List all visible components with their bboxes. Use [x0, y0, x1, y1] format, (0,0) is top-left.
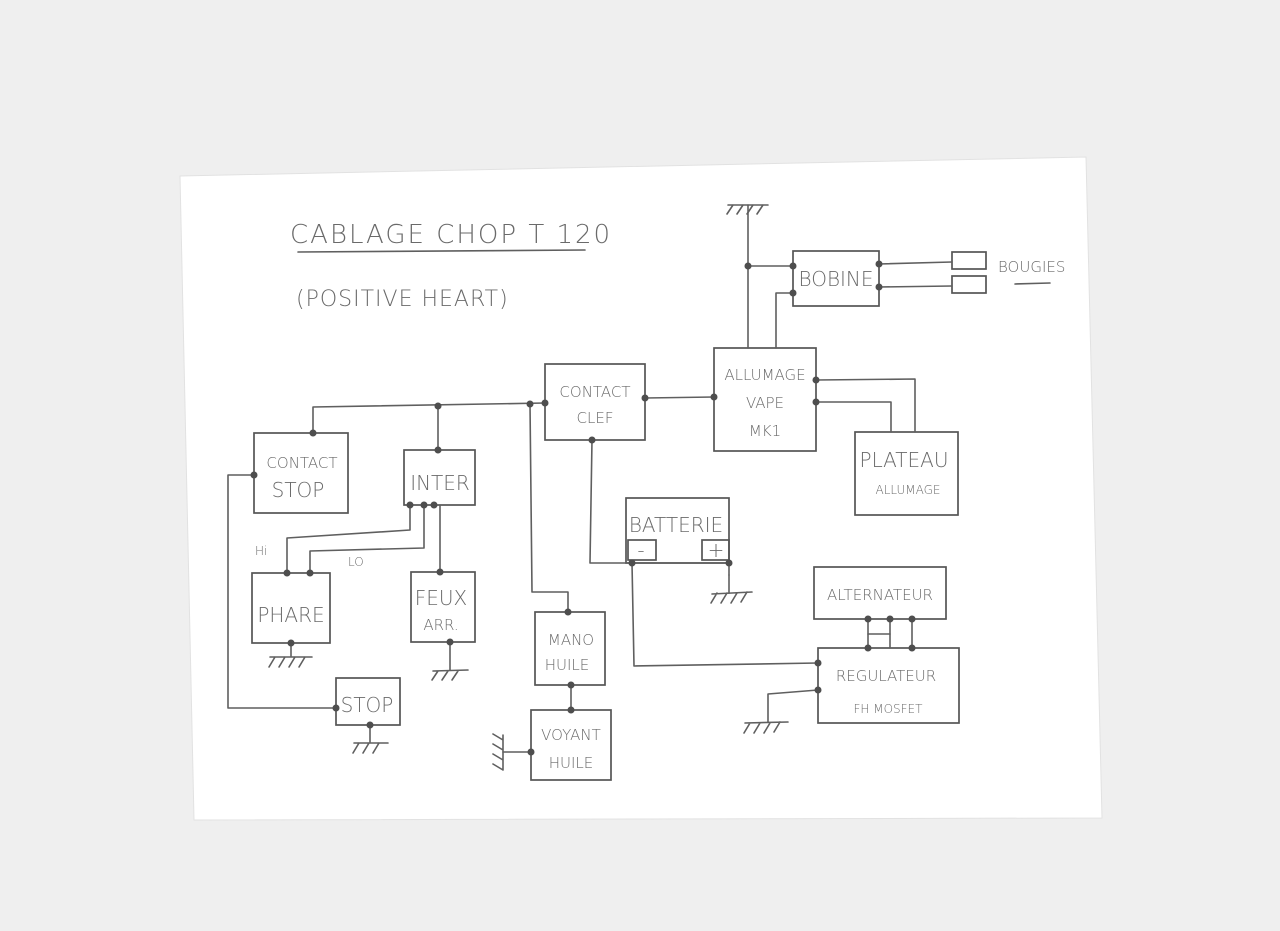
inter-label: INTER	[410, 471, 470, 495]
allumage-label-2: VAPE	[746, 394, 784, 412]
ground-symbols	[268, 204, 789, 771]
plateau-label-1: PLATEAU	[860, 448, 949, 472]
alternateur-box	[813, 566, 947, 620]
contact-stop-label-2: STOP	[272, 478, 325, 502]
regulateur-label-2: FH MOSFET	[854, 702, 924, 716]
diagram-subtitle: (POSITIVE HEART)	[296, 287, 509, 312]
plateau-box	[854, 431, 959, 516]
allumage-label-1: ALLUMAGE	[724, 366, 805, 384]
regulateur-box	[817, 647, 960, 724]
batterie-minus-terminal	[627, 539, 657, 561]
voyant-label-1: VOYANT	[541, 726, 601, 744]
batterie-plus-terminal	[701, 539, 730, 561]
voyant-label-2: HUILE	[549, 754, 594, 772]
bougie-1	[951, 251, 987, 270]
junction-dots	[250, 260, 916, 756]
feux-label-2: ARR.	[423, 616, 458, 634]
contact-clef-label-1: CONTACT	[559, 383, 630, 401]
alternateur-label: ALTERNATEUR	[827, 586, 933, 604]
mano-label-1: MANO	[548, 631, 594, 649]
diagram-title: CABLAGE CHOP T 120	[290, 220, 612, 250]
feux-label-1: FEUX	[415, 586, 467, 610]
batterie-plus-label: +	[708, 538, 725, 562]
batterie-label: BATTERIE	[629, 513, 723, 537]
bobine-box	[792, 250, 880, 307]
paper-sheet	[179, 156, 1103, 821]
phare-label: PHARE	[257, 603, 324, 627]
bougies-underline	[1014, 282, 1051, 285]
contact-clef-label-2: CLEF	[577, 409, 614, 427]
hi-label: Hi	[255, 544, 267, 558]
bougies-label: BOUGIES	[998, 258, 1065, 276]
bobine-label: BOBINE	[798, 267, 873, 291]
regulateur-label-1: REGULATEUR	[836, 667, 936, 685]
stop-label: STOP	[341, 693, 394, 717]
batterie-minus-label: -	[637, 538, 644, 562]
wires	[227, 204, 953, 753]
bougie-2	[951, 275, 987, 294]
plateau-label-2: ALLUMAGE	[876, 483, 941, 497]
allumage-label-3: MK1	[749, 422, 781, 440]
contact-stop-label-1: CONTACT	[266, 454, 337, 472]
mano-label-2: HUILE	[545, 656, 590, 674]
title-underline	[297, 249, 586, 253]
lo-label: LO	[348, 555, 364, 569]
